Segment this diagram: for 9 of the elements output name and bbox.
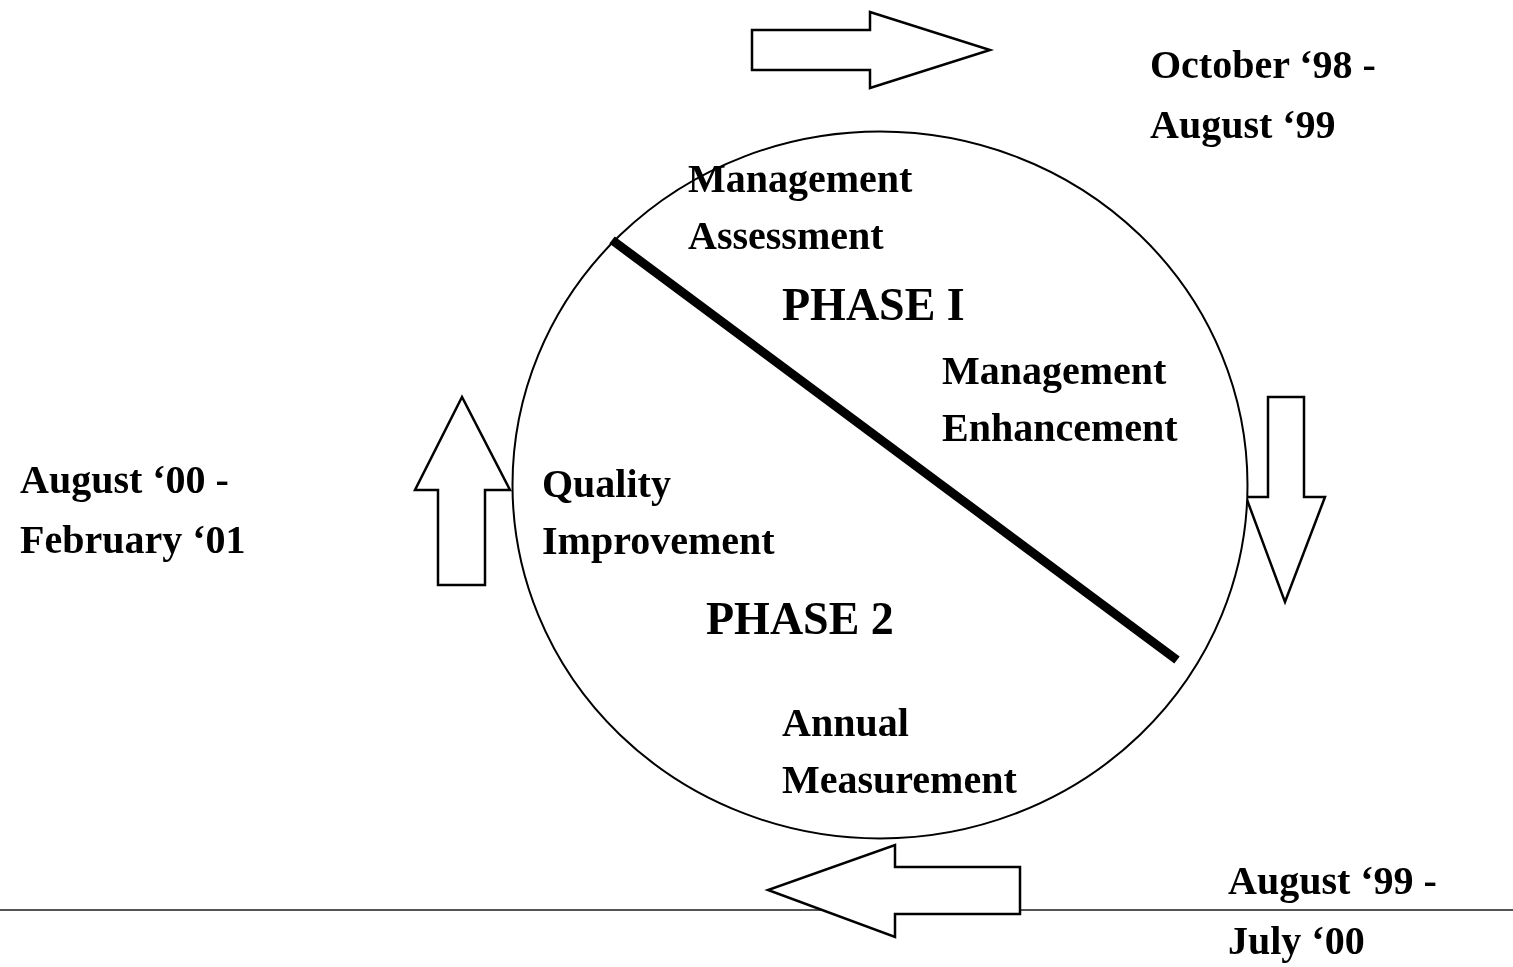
date-range-label: August ‘99 - July ‘00 bbox=[1228, 857, 1438, 965]
step-label: Annual Measurement bbox=[782, 699, 1017, 804]
step-label: Quality Improvement bbox=[542, 460, 775, 565]
step-label: Management Enhancement bbox=[942, 347, 1178, 452]
date-range-label: October ‘98 - August ‘99 bbox=[1150, 41, 1377, 149]
phase-label: PHASE I bbox=[782, 278, 965, 332]
date-range-label: August ‘00 - February ‘01 bbox=[20, 456, 247, 564]
step-label: Management Assessment bbox=[688, 155, 913, 260]
phase-label: PHASE 2 bbox=[706, 592, 894, 646]
